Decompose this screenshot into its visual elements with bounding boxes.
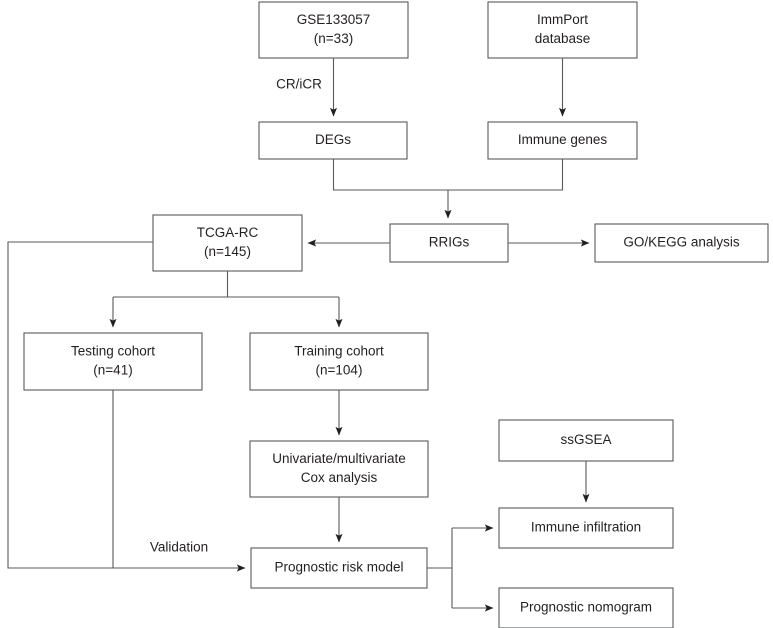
node-label-testing: Testing cohort xyxy=(71,344,155,359)
node-training[interactable]: Training cohort (n=104) xyxy=(249,332,429,391)
edge-label-crircr: CR/iCR xyxy=(276,77,322,92)
node-label-gse: (n=33) xyxy=(314,31,353,46)
node-immuneinf[interactable]: Immune infiltration xyxy=(498,507,674,549)
node-box-testing xyxy=(23,332,203,391)
node-immport[interactable]: ImmPort database xyxy=(487,1,638,59)
node-testing[interactable]: Testing cohort (n=41) xyxy=(23,332,203,391)
node-ssgsea[interactable]: ssGSEA xyxy=(498,419,674,462)
node-box-training xyxy=(249,332,429,391)
node-label-training: (n=104) xyxy=(316,363,363,378)
node-nomogram[interactable]: Prognostic nomogram xyxy=(498,587,674,628)
node-box-nomogram xyxy=(498,587,674,628)
node-riskmodel[interactable]: Prognostic risk model xyxy=(250,547,428,589)
node-label-immuneinf: Immune infiltration xyxy=(531,520,641,535)
node-box-cox xyxy=(249,440,429,498)
node-label-immport: database xyxy=(535,31,591,46)
node-label-training: Training cohort xyxy=(294,344,384,359)
node-label-cox: Univariate/multivariate xyxy=(272,451,406,466)
node-box-ssgsea xyxy=(498,419,674,462)
edge-label-validation: Validation xyxy=(150,540,208,555)
node-label-immport: ImmPort xyxy=(537,12,588,27)
node-box-riskmodel xyxy=(250,547,428,589)
node-label-gokegg: GO/KEGG analysis xyxy=(623,235,740,250)
node-box-immuneinf xyxy=(498,507,674,549)
node-label-immgenes: Immune genes xyxy=(518,132,608,147)
edge-labels-layer: CR/iCR Validation xyxy=(150,77,322,555)
node-gse[interactable]: GSE133057 (n=33) xyxy=(258,1,409,59)
node-label-tcga: (n=145) xyxy=(204,244,251,259)
node-degs[interactable]: DEGs xyxy=(258,121,408,160)
node-box-degs xyxy=(258,121,408,160)
node-label-gse: GSE133057 xyxy=(297,12,371,27)
edge-tcga-left-validation xyxy=(7,241,246,572)
node-box-immport xyxy=(487,1,638,59)
node-label-ssgsea: ssGSEA xyxy=(560,432,611,447)
node-box-rrigs xyxy=(389,223,509,263)
node-gokegg[interactable]: GO/KEGG analysis xyxy=(594,223,769,263)
node-box-gse xyxy=(258,1,409,59)
node-box-gokegg xyxy=(594,223,769,263)
node-tcga[interactable]: TCGA-RC (n=145) xyxy=(152,214,303,272)
node-label-tcga: TCGA-RC xyxy=(197,225,259,240)
node-rrigs[interactable]: RRIGs xyxy=(389,223,509,263)
node-label-riskmodel: Prognostic risk model xyxy=(274,560,403,575)
node-label-testing: (n=41) xyxy=(93,363,132,378)
node-box-immgenes xyxy=(487,121,638,160)
node-box-tcga xyxy=(152,214,303,272)
node-label-rrigs: RRIGs xyxy=(429,235,470,250)
node-label-degs: DEGs xyxy=(315,132,351,147)
node-label-cox: Cox analysis xyxy=(301,470,378,485)
edges-layer xyxy=(7,58,590,612)
node-immgenes[interactable]: Immune genes xyxy=(487,121,638,160)
node-label-nomogram: Prognostic nomogram xyxy=(520,600,652,615)
edge-degs-merge xyxy=(332,159,564,191)
